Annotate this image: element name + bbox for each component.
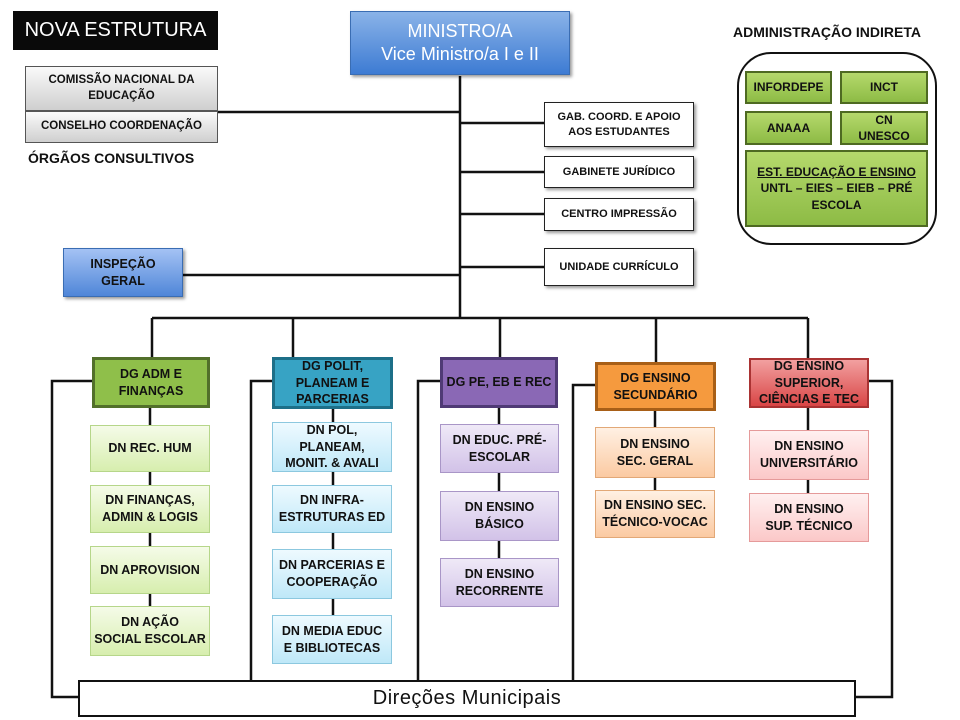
dg-admin-finance: DG ADM E FINANÇAS [92, 357, 210, 408]
dn-unit: DN ENSINO UNIVERSITÁRIO [749, 430, 869, 480]
dn-unit: DN ENSINO SEC. GERAL [595, 427, 715, 478]
dn-unit: DN APROVISION [90, 546, 210, 594]
dn-unit: DN ENSINO BÁSICO [440, 491, 559, 541]
indirect-item-cn-unesco: CN UNESCO [840, 111, 928, 145]
dn-unit: DN REC. HUM [90, 425, 210, 472]
dg-policy-planning: DG POLIT, PLANEAM E PARCERIAS [272, 357, 393, 409]
dn-unit: DN FINANÇAS, ADMIN & LOGIS [90, 485, 210, 533]
minister-box: MINISTRO/A Vice Ministro/a I e II [350, 11, 570, 75]
support-unit-print-center: CENTRO IMPRESSÃO [544, 198, 694, 231]
indirect-item-inct: INCT [840, 71, 928, 104]
dn-unit: DN POL, PLANEAM, MONIT. & AVALI [272, 422, 392, 472]
consultative-item-coordination-council: CONSELHO COORDENAÇÃO [25, 111, 218, 143]
consultative-caption: ÓRGÃOS CONSULTIVOS [28, 150, 195, 166]
minister-title: MINISTRO/A [407, 20, 513, 41]
indirect-item-infordepe: INFORDEPE [745, 71, 832, 104]
support-unit-curriculum: UNIDADE CURRÍCULO [544, 248, 694, 286]
vice-minister-title: Vice Ministro/a I e II [381, 44, 539, 64]
dn-unit: DN INFRA- ESTRUTURAS ED [272, 485, 392, 533]
support-unit-legal-office: GABINETE JURÍDICO [544, 156, 694, 188]
support-unit-student-support: GAB. COORD. E APOIO AOS ESTUDANTES [544, 102, 694, 147]
page-title: NOVA ESTRUTURA [13, 11, 218, 50]
indirect-item-schools: EST. EDUCAÇÃO E ENSINO UNTL – EIES – EIE… [745, 150, 928, 227]
municipal-directorates-bar: Direções Municipais [78, 680, 856, 717]
dn-unit: DN ENSINO SUP. TÉCNICO [749, 493, 869, 542]
dg-higher-education: DG ENSINO SUPERIOR, CIÊNCIAS E TEC [749, 358, 869, 408]
dn-unit: DN ENSINO SEC. TÉCNICO-VOCAC [595, 490, 715, 538]
dn-unit: DN EDUC. PRÉ- ESCOLAR [440, 424, 559, 473]
dn-unit: DN AÇÃO SOCIAL ESCOLAR [90, 606, 210, 656]
dg-secondary: DG ENSINO SECUNDÁRIO [595, 362, 716, 411]
indirect-admin-title: ADMINISTRAÇÃO INDIRETA [733, 24, 921, 40]
indirect-admin-frame [737, 52, 937, 245]
dg-pre-basic-recurrent: DG PE, EB E REC [440, 357, 558, 408]
dn-unit: DN PARCERIAS E COOPERAÇÃO [272, 549, 392, 599]
dn-unit: DN ENSINO RECORRENTE [440, 558, 559, 607]
general-inspection-box: INSPEÇÃO GERAL [63, 248, 183, 297]
schools-heading: EST. EDUCAÇÃO E ENSINO [757, 165, 916, 180]
dn-unit: DN MEDIA EDUC E BIBLIOTECAS [272, 615, 392, 664]
schools-list: UNTL – EIES – EIEB – PRÉ ESCOLA [760, 181, 913, 212]
consultative-item-national-commission: COMISSÃO NACIONAL DA EDUCAÇÃO [25, 66, 218, 111]
indirect-item-anaaa: ANAAA [745, 111, 832, 145]
